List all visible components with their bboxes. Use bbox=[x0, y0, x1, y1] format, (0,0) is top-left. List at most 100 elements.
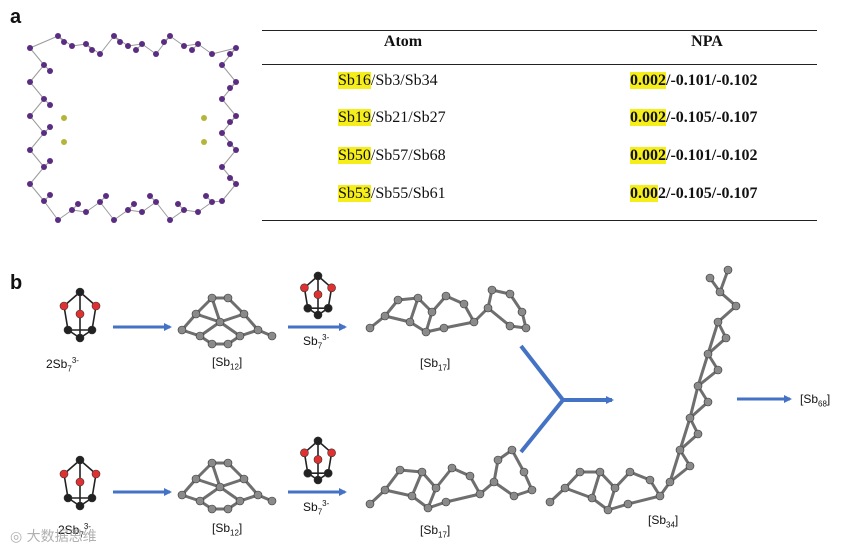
atom bbox=[625, 467, 635, 477]
table-row: Sb50/Sb57/Sb68 0.002/-0.101/-0.102 bbox=[262, 147, 817, 173]
atom bbox=[111, 217, 117, 223]
sb68-ring-structure bbox=[27, 33, 239, 223]
atom bbox=[300, 448, 309, 458]
atom bbox=[195, 209, 201, 215]
atom bbox=[417, 467, 427, 477]
atom bbox=[207, 293, 217, 303]
atom bbox=[215, 482, 225, 492]
atom bbox=[47, 158, 53, 164]
bond bbox=[486, 306, 512, 328]
table-row: Sb19/Sb21/Sb27 0.002/-0.105/-0.107 bbox=[262, 109, 817, 135]
bond bbox=[29, 149, 45, 168]
atom bbox=[27, 45, 33, 51]
atom bbox=[487, 285, 497, 295]
table-header-rule bbox=[262, 64, 817, 65]
atom bbox=[459, 299, 469, 309]
atom bbox=[423, 503, 433, 513]
atom bbox=[441, 291, 451, 301]
atom bbox=[493, 455, 503, 465]
header-atom: Atom bbox=[383, 33, 423, 50]
npa-rest: /-0.101/-0.102 bbox=[666, 72, 758, 89]
table-top-rule bbox=[262, 30, 817, 31]
atom bbox=[395, 465, 405, 475]
atom bbox=[153, 199, 159, 205]
atom bbox=[177, 490, 187, 500]
table-row: Sb16/Sb3/Sb34 0.002/-0.101/-0.102 bbox=[262, 72, 817, 98]
atom bbox=[207, 458, 217, 468]
bond bbox=[221, 183, 237, 202]
atom bbox=[41, 164, 47, 170]
sb34-cluster bbox=[545, 265, 741, 515]
atom bbox=[603, 505, 613, 515]
atom bbox=[475, 489, 485, 499]
atom bbox=[59, 469, 69, 479]
atom bbox=[595, 467, 605, 477]
bond bbox=[29, 81, 45, 100]
atom bbox=[223, 458, 233, 468]
atom bbox=[75, 455, 85, 465]
atom bbox=[47, 124, 53, 130]
atom bbox=[421, 327, 431, 337]
atom bbox=[303, 303, 313, 313]
bond bbox=[668, 448, 682, 484]
atom bbox=[47, 68, 53, 74]
atom bbox=[83, 209, 89, 215]
bond bbox=[696, 352, 710, 388]
atom bbox=[133, 47, 139, 53]
bond bbox=[29, 35, 59, 49]
atom bbox=[380, 311, 390, 321]
atom bbox=[313, 290, 323, 299]
atom bbox=[703, 397, 713, 407]
atom bbox=[69, 207, 75, 213]
atom bbox=[27, 113, 33, 119]
atom bbox=[441, 497, 451, 507]
atom bbox=[201, 115, 207, 121]
atom bbox=[219, 96, 225, 102]
bond bbox=[29, 132, 45, 151]
atom bbox=[75, 287, 85, 297]
atom bbox=[75, 501, 85, 511]
atom bbox=[75, 477, 85, 487]
atom-cell: Sb53/Sb55/Sb61 bbox=[338, 185, 538, 203]
bond bbox=[626, 494, 662, 506]
atom bbox=[407, 491, 417, 501]
npa-highlight: 0.002 bbox=[630, 147, 666, 164]
atom bbox=[131, 201, 137, 207]
npa-cell: 0.002/-0.105/-0.107 bbox=[630, 185, 830, 203]
atom bbox=[507, 445, 517, 455]
bond bbox=[706, 320, 720, 356]
atom bbox=[685, 461, 695, 471]
atom bbox=[610, 483, 620, 493]
atom bbox=[405, 317, 415, 327]
atom bbox=[233, 181, 239, 187]
atom bbox=[323, 468, 333, 478]
atom bbox=[125, 207, 131, 213]
caption-2sb7-bottom: 2Sb73- bbox=[58, 522, 91, 540]
atom bbox=[655, 491, 665, 501]
atom bbox=[489, 477, 499, 487]
atom bbox=[223, 293, 233, 303]
atom bbox=[703, 349, 713, 359]
atom bbox=[233, 79, 239, 85]
atom bbox=[161, 39, 167, 45]
bond bbox=[590, 470, 602, 500]
bond bbox=[221, 64, 237, 83]
atom bbox=[587, 493, 597, 503]
atom bbox=[219, 164, 225, 170]
atom bbox=[509, 491, 519, 501]
atom bbox=[239, 474, 249, 484]
npa-cell: 0.002/-0.101/-0.102 bbox=[630, 72, 830, 90]
atom bbox=[447, 463, 457, 473]
atom bbox=[147, 193, 153, 199]
caption-sb68: [Sb68] bbox=[800, 392, 831, 409]
atom bbox=[91, 301, 101, 311]
panel-label-a: a bbox=[10, 6, 22, 28]
atom bbox=[575, 467, 585, 477]
atom bbox=[209, 51, 215, 57]
atom bbox=[219, 198, 225, 204]
atom bbox=[59, 301, 69, 311]
atom bbox=[61, 139, 67, 145]
atom-cell: Sb50/Sb57/Sb68 bbox=[338, 147, 538, 165]
atom bbox=[41, 198, 47, 204]
